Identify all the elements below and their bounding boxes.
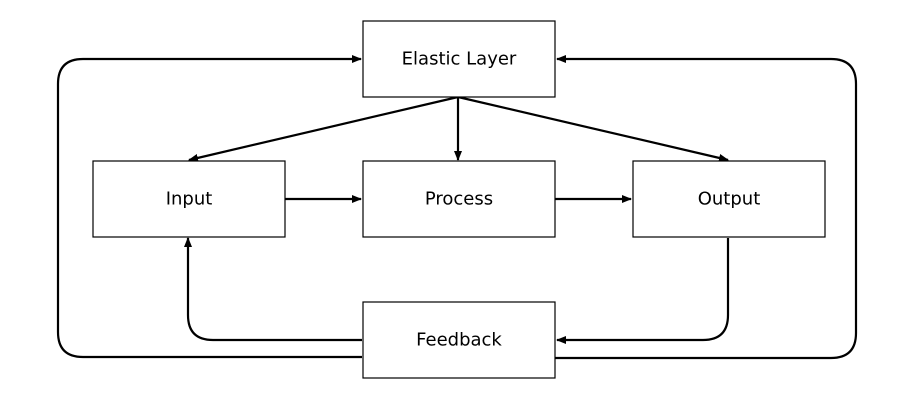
node-process-label: Process [425, 189, 493, 210]
node-output-label: Output [698, 189, 761, 210]
edge-output-to-feedback [556, 238, 730, 344]
edge-feedback-to-elastic-right-loop [555, 55, 858, 360]
edge-feedback-to-elastic-left-loop [56, 55, 362, 359]
node-elastic-layer: Elastic Layer [362, 20, 556, 98]
node-input: Input [92, 160, 286, 238]
node-output: Output [632, 160, 826, 238]
node-elastic-layer-label: Elastic Layer [402, 49, 517, 70]
node-feedback-label: Feedback [416, 330, 502, 351]
edges [56, 55, 858, 360]
edge-elastic-to-output [457, 95, 729, 162]
node-feedback: Feedback [362, 301, 556, 379]
node-input-label: Input [166, 189, 213, 210]
node-process: Process [362, 160, 556, 238]
edge-feedback-to-input [184, 237, 362, 342]
edge-elastic-to-input [188, 95, 459, 162]
